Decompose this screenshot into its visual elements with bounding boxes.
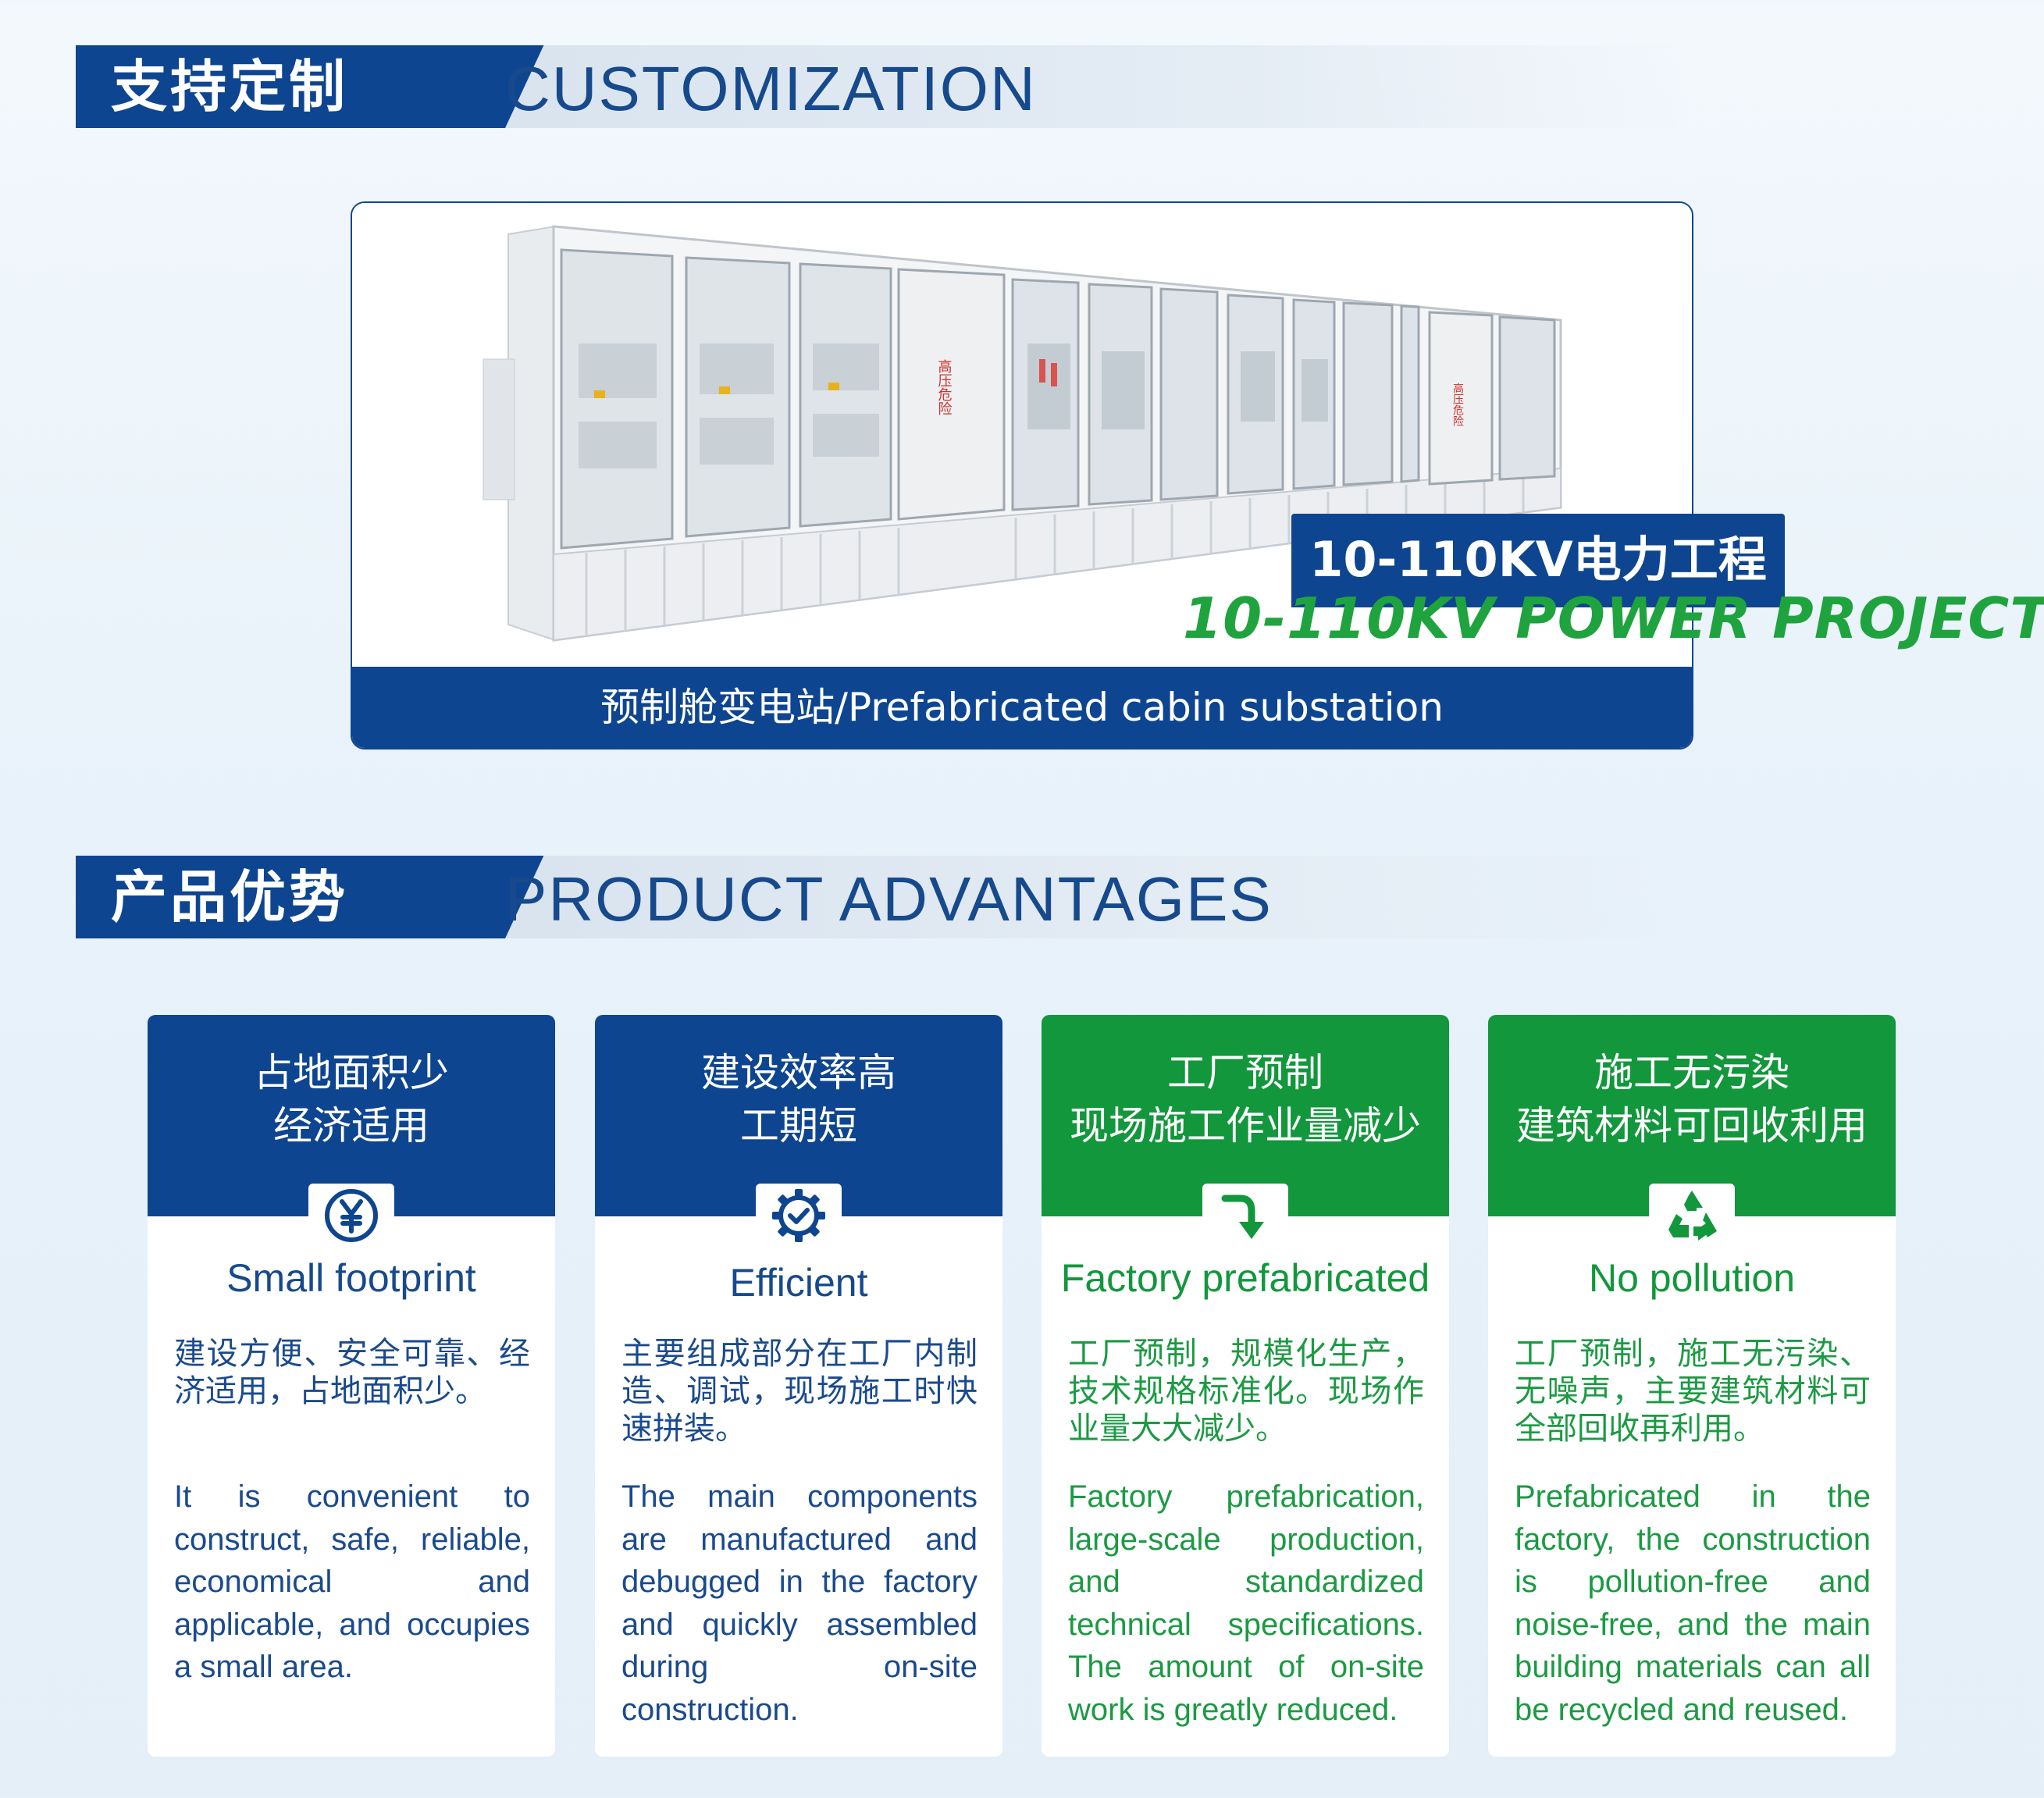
- advantage-title-en: Small footprint: [226, 1256, 476, 1300]
- substation-image: 高压危险 高压危险: [352, 203, 1692, 671]
- door-label-1: 高压危险: [936, 359, 953, 415]
- door-label-2: 高压危险: [1451, 382, 1464, 426]
- advantage-desc-cn: 建设方便、安全可靠、经济适用，占地面积少。: [174, 1336, 530, 1409]
- advantage-heading-line2: 现场施工作业量减少: [1070, 1103, 1421, 1148]
- gear-check-icon: [756, 1184, 842, 1248]
- section-title-cn: 支持定制: [76, 45, 482, 128]
- advantage-desc-cn: 工厂预制，规模化生产，技术规格标准化。现场作业量大大减少。: [1068, 1336, 1424, 1447]
- advantage-heading-line2: 经济适用: [273, 1103, 429, 1148]
- advantage-header: 建设效率高 工期短: [595, 1015, 1002, 1216]
- section-title-en: PRODUCT ADVANTAGES: [505, 864, 1273, 934]
- product-card: 高压危险 高压危险 预制舱变电站/Prefabricated cabin sub…: [351, 201, 1693, 749]
- advantage-card-prefabricated: 工厂预制 现场施工作业量减少 Factory prefabricated 工厂预…: [1042, 1015, 1449, 1757]
- advantage-title-en: No pollution: [1588, 1256, 1796, 1300]
- voltage-badge-cn: 10-110KV电力工程: [1291, 514, 1785, 607]
- voltage-badge-en: 10-110KV POWER PROJECT: [1183, 586, 2044, 651]
- advantage-card-no-pollution: 施工无污染 建筑材料可回收利用 No pollution 工厂预制，施工无污染、…: [1488, 1015, 1896, 1757]
- section-header-customization: 支持定制 CUSTOMIZATION: [76, 45, 1692, 128]
- section-title-en: CUSTOMIZATION: [505, 54, 1037, 123]
- advantage-desc-en: Prefabricated in the factory, the constr…: [1515, 1479, 1871, 1727]
- advantage-card-efficient: 建设效率高 工期短 Efficient 主要组成部分在工厂内制造、调试，现场施工…: [595, 1015, 1002, 1757]
- advantage-heading-line1: 占地面积少: [254, 1050, 449, 1095]
- advantage-desc-en: The main components are manufactured and…: [621, 1479, 977, 1727]
- section-title-cn: 产品优势: [76, 856, 482, 938]
- advantage-heading-line1: 工厂预制: [1167, 1050, 1323, 1095]
- advantage-desc-en: It is convenient to construct, safe, rel…: [174, 1479, 530, 1684]
- header-band-light: [521, 856, 1692, 938]
- advantage-card-footprint: 占地面积少 经济适用 Small footprint 建设方便、安全可靠、经济适…: [148, 1015, 555, 1757]
- recycle-icon: [1649, 1184, 1735, 1248]
- down-arrow-icon: [1202, 1184, 1288, 1248]
- advantage-heading-line1: 施工无污染: [1594, 1050, 1789, 1095]
- yen-icon: [308, 1184, 394, 1248]
- advantage-header: 工厂预制 现场施工作业量减少: [1042, 1015, 1449, 1216]
- advantage-title-en: Factory prefabricated: [1060, 1256, 1430, 1300]
- advantage-heading-line2: 工期短: [740, 1103, 857, 1148]
- advantage-desc-cn: 主要组成部分在工厂内制造、调试，现场施工时快速拼装。: [621, 1336, 977, 1447]
- advantage-desc-cn: 工厂预制，施工无污染、无噪声，主要建筑材料可全部回收再利用。: [1515, 1336, 1871, 1447]
- section-header-advantages: 产品优势 PRODUCT ADVANTAGES: [76, 856, 1692, 938]
- header-band-light: [521, 45, 1692, 128]
- advantage-heading-line1: 建设效率高: [701, 1050, 896, 1095]
- advantage-header: 占地面积少 经济适用: [148, 1015, 555, 1216]
- product-caption: 预制舱变电站/Prefabricated cabin substation: [352, 667, 1692, 748]
- advantage-header: 施工无污染 建筑材料可回收利用: [1488, 1015, 1896, 1216]
- advantage-title-en: Efficient: [729, 1261, 868, 1305]
- advantage-heading-line2: 建筑材料可回收利用: [1516, 1103, 1868, 1148]
- advantage-desc-en: Factory prefabrication, large-scale prod…: [1068, 1479, 1424, 1727]
